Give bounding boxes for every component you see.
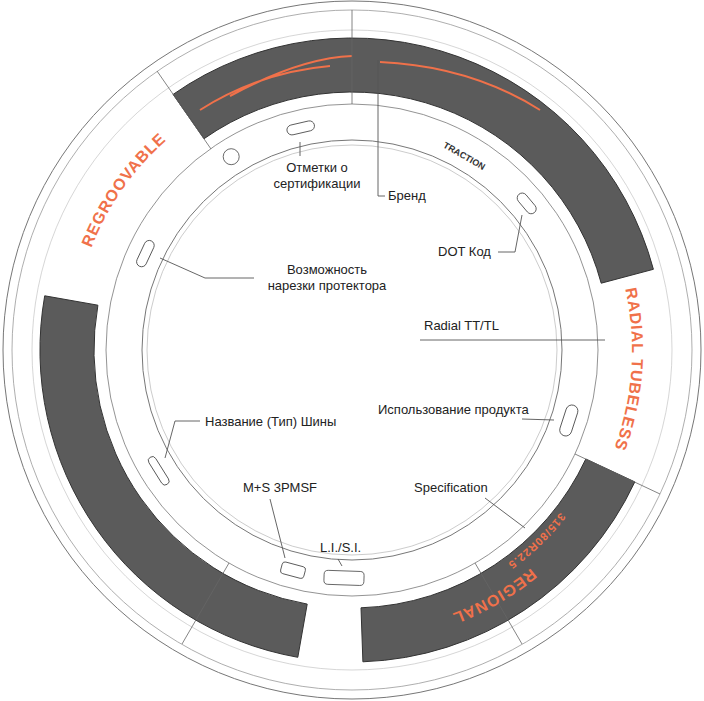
inner-ring (142, 140, 562, 560)
snowflake-plate (280, 561, 306, 579)
leader-line (420, 340, 605, 341)
sidewall-band (173, 38, 653, 283)
leader-line (498, 215, 522, 252)
marking-plate (147, 455, 171, 486)
leader-line (270, 499, 285, 558)
leader-line (378, 60, 385, 196)
callout-label: Отметки о сертификации (262, 160, 372, 192)
load-index-plate (324, 570, 364, 585)
sidewall-marking: 315/80R22.5 (506, 511, 568, 572)
callout-label: M+S 3PMSF (243, 480, 317, 496)
certification-badge (223, 149, 239, 165)
leader-line (485, 498, 525, 528)
leader-line (338, 559, 342, 566)
callout-label: Название (Тип) Шины (205, 414, 336, 430)
outer-ring (12, 10, 692, 690)
callout-label: DOT Код (438, 244, 491, 260)
sidewall-marking: REGIONAL (450, 566, 540, 627)
marking-plate (558, 403, 579, 437)
brand-outline (200, 56, 540, 110)
sidewall-marking: RADIAL TUBELESS (611, 286, 646, 453)
leader-line (165, 421, 200, 458)
divider-line (352, 10, 353, 104)
callout-label: Возможность нарезки протектора (262, 262, 392, 294)
sidewall-marking: REGROOVABLE (78, 129, 169, 249)
outer-ring (3, 1, 701, 699)
marking-plate (515, 191, 538, 216)
divider-line (182, 563, 229, 644)
leader-line (160, 258, 254, 278)
sidewall-band (361, 459, 635, 662)
divider-line (575, 454, 660, 494)
sidewall-band (40, 296, 307, 658)
outer-ring (32, 30, 672, 670)
callout-label: Specification (414, 480, 488, 496)
callout-label: Использование продукта (378, 402, 529, 418)
leader-line (522, 419, 554, 420)
callout-label: Radial TT/TL (424, 318, 499, 334)
inner-ring (147, 145, 557, 555)
inner-ring (106, 104, 598, 596)
callout-label: L.I./S.I. (320, 540, 361, 556)
divider-line (157, 71, 211, 149)
sidewall-marking: TRACTION (441, 140, 486, 172)
callout-label: Бренд (388, 188, 426, 204)
marking-plate (286, 120, 316, 136)
leader-line (300, 142, 301, 156)
marking-plate (135, 239, 156, 269)
